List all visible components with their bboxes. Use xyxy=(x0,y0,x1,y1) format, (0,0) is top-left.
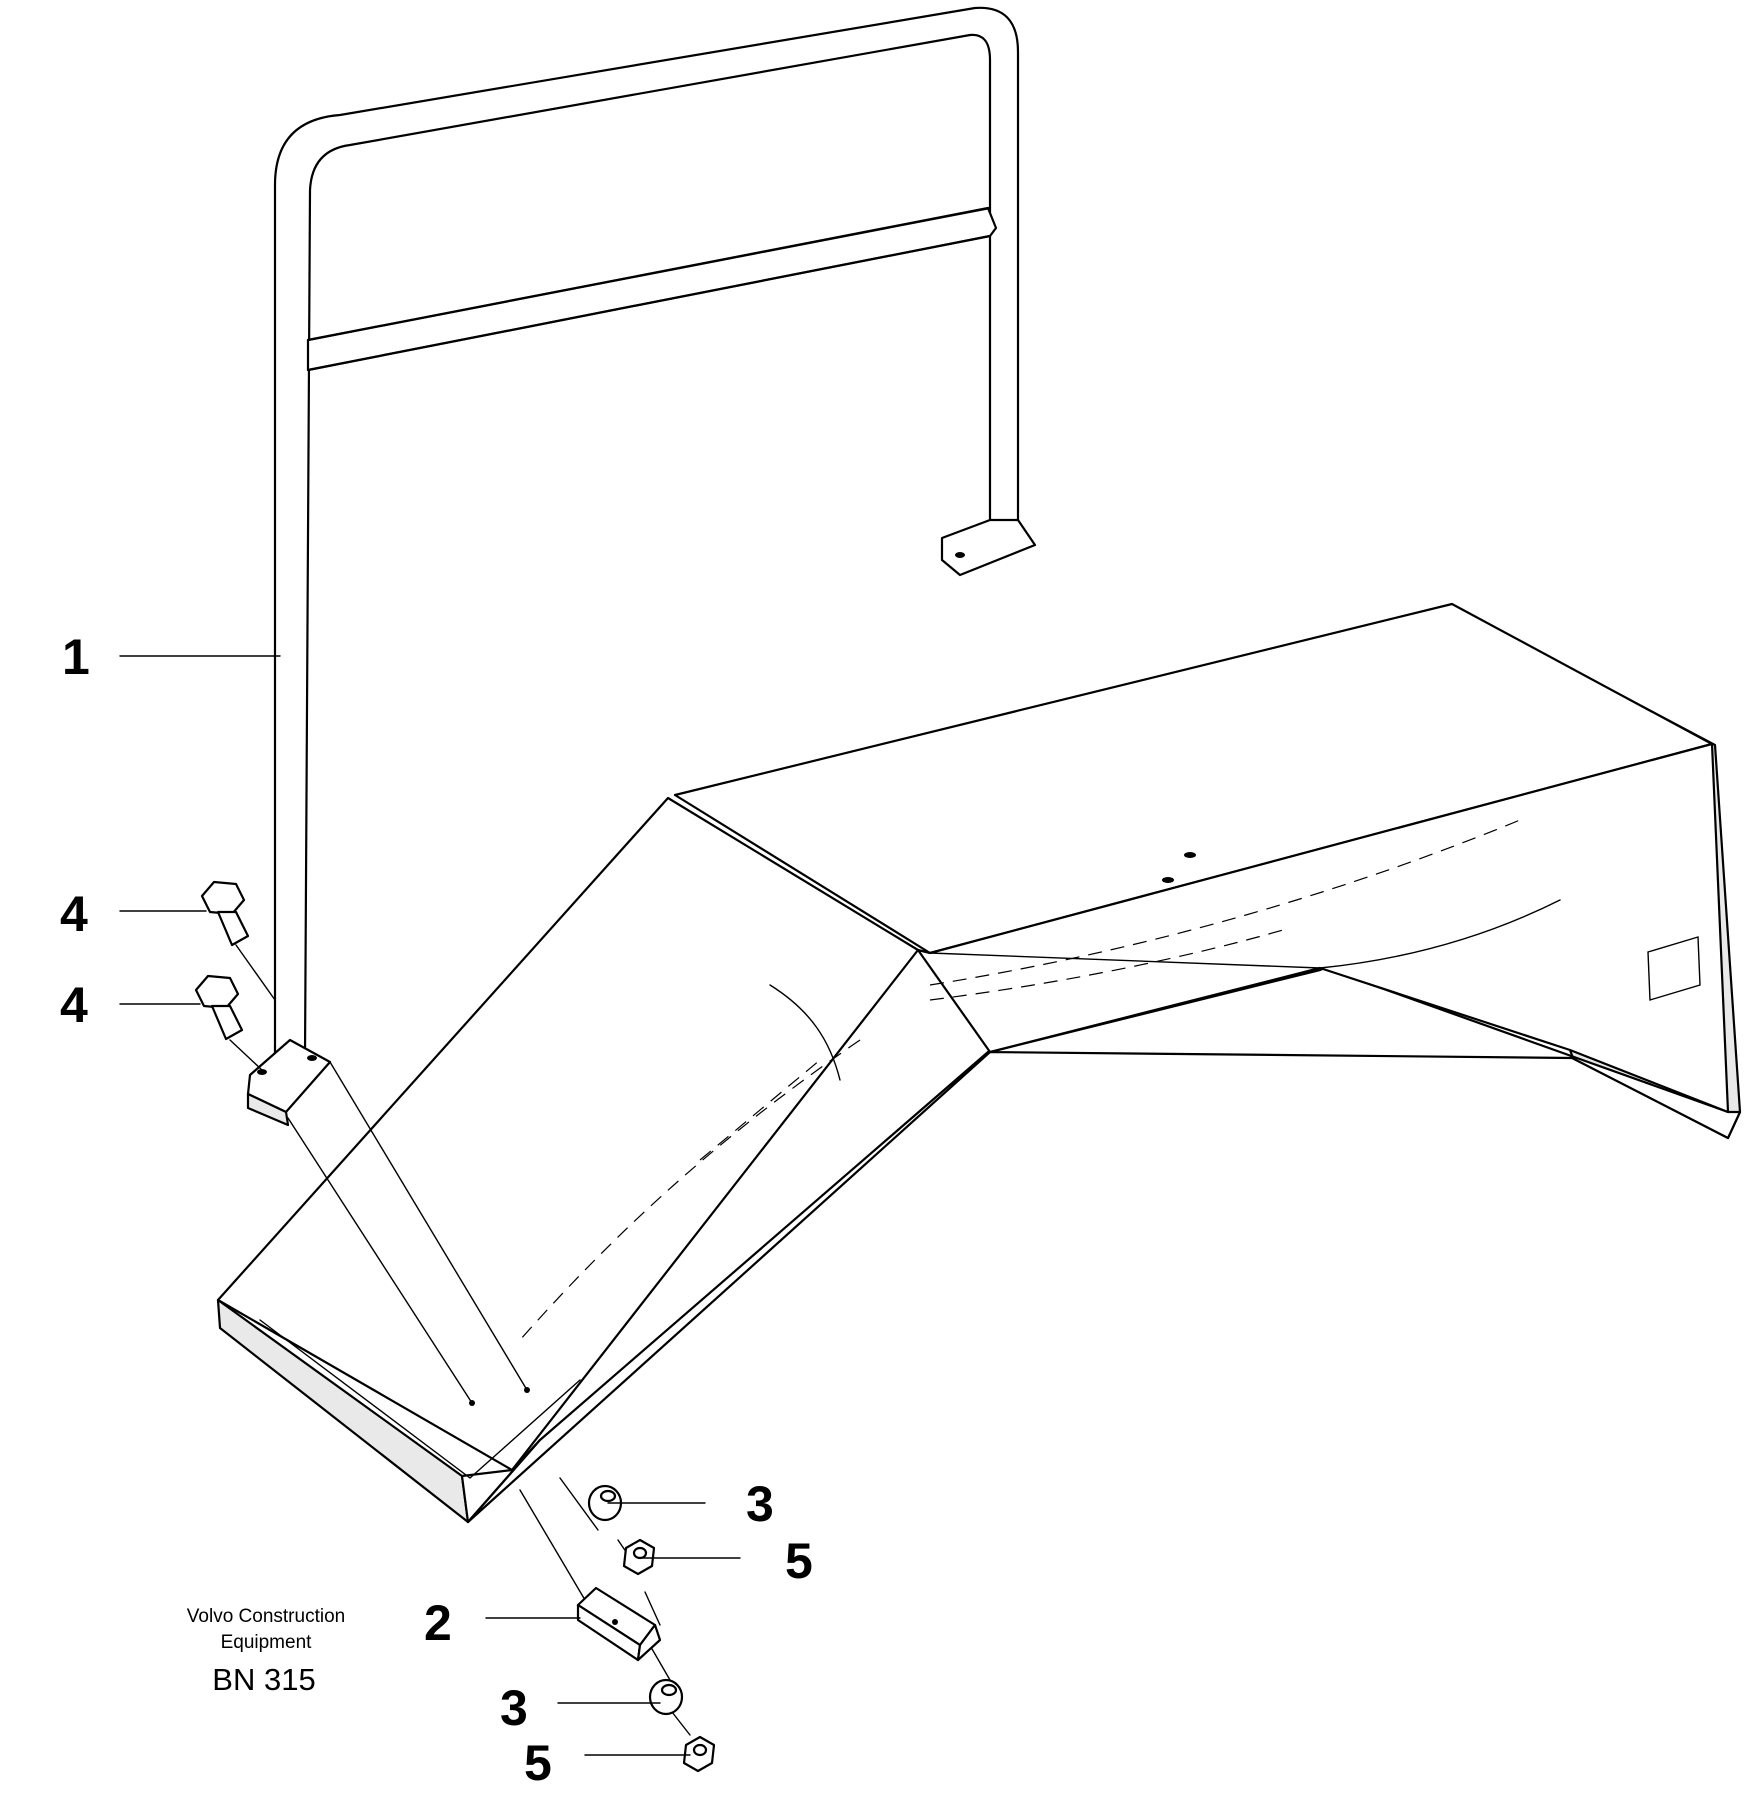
bolt-upper xyxy=(200,880,276,1001)
label-item-3-lower: 3 xyxy=(500,1680,528,1736)
label-item-2: 2 xyxy=(424,1595,452,1651)
washer-upper xyxy=(587,1484,623,1522)
bolt-lower xyxy=(194,974,263,1071)
washer-lower xyxy=(648,1678,684,1716)
bracket xyxy=(576,1586,662,1662)
caption-company-line2: Equipment xyxy=(221,1632,313,1653)
label-item-3-upper: 3 xyxy=(746,1476,774,1532)
handrail xyxy=(246,6,1037,1127)
caption-drawing-code: BN 315 xyxy=(212,1662,315,1697)
label-item-5-upper: 5 xyxy=(785,1533,813,1589)
label-item-5-lower: 5 xyxy=(524,1735,552,1791)
label-item-4-upper: 4 xyxy=(60,886,88,942)
fender xyxy=(216,602,1742,1524)
label-item-1: 1 xyxy=(62,629,90,685)
label-item-4-lower: 4 xyxy=(60,977,88,1033)
caption-company-line1: Volvo Construction xyxy=(187,1606,345,1627)
nut-upper xyxy=(622,1538,656,1576)
leader-lines xyxy=(119,655,741,1756)
nut-lower xyxy=(682,1735,716,1773)
